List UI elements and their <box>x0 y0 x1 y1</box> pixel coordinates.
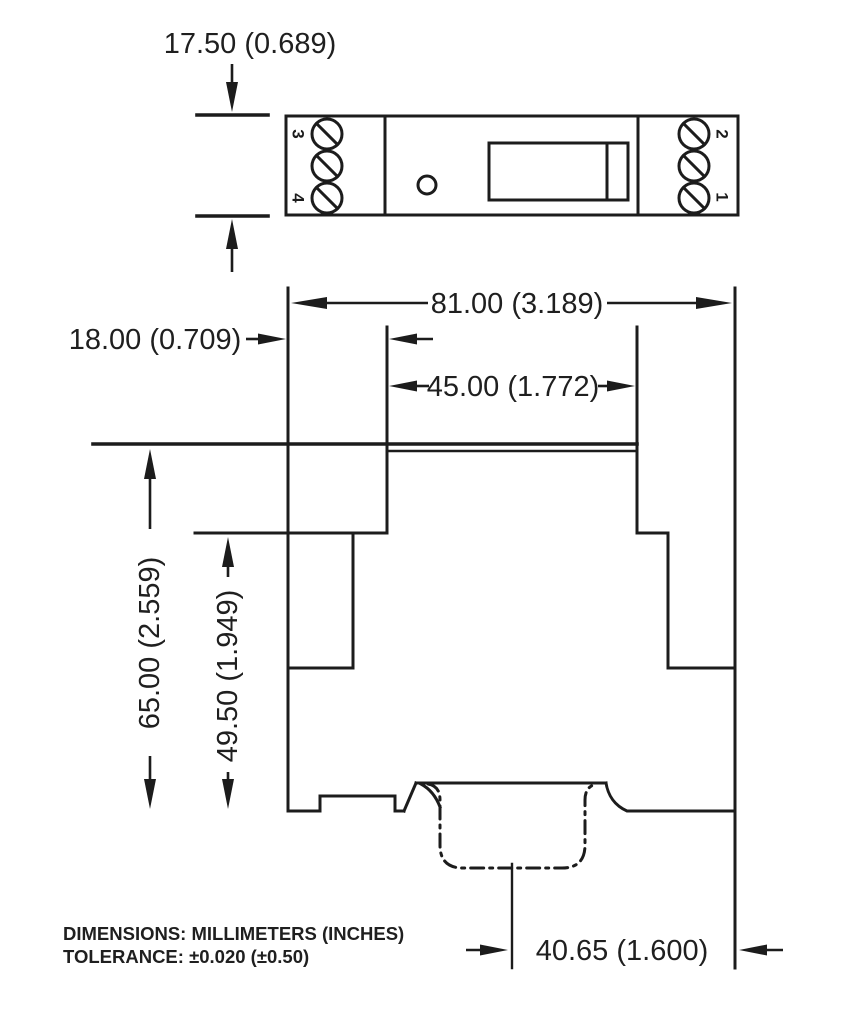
screw-icon <box>677 181 711 215</box>
arrowhead-left-icon <box>291 297 327 309</box>
led-indicator <box>416 174 438 196</box>
dimension-body-depth: 49.50 (1.949) <box>212 537 244 809</box>
terminal-label-1: 1 <box>713 192 732 201</box>
rail-clip-slant <box>402 781 418 813</box>
bottom-edge-right-fillet <box>604 781 737 813</box>
dim-65-label: 65.00 (2.559) <box>134 557 166 730</box>
screw-icon <box>677 117 711 151</box>
arrowhead-down-icon <box>144 779 156 809</box>
dimension-rail-center-offset: 40.65 (1.600) <box>466 935 783 967</box>
arrowhead-down-icon <box>226 82 238 112</box>
dim-81-label: 81.00 (3.189) <box>431 288 604 320</box>
dimension-center-section: 45.00 (1.772) <box>389 371 635 403</box>
dim-49-label: 49.50 (1.949) <box>212 590 244 763</box>
screw-slot-icon <box>314 185 340 211</box>
dimension-module-height: 17.50 (0.689) <box>164 28 337 272</box>
screw-slot-icon <box>314 121 340 147</box>
arrowhead-up-icon <box>222 537 234 567</box>
arrowhead-right-icon <box>480 944 508 956</box>
rail-clip-inner-curve <box>418 781 442 809</box>
terminal-label-2: 2 <box>713 129 732 138</box>
side-view <box>91 286 737 970</box>
screw-icon <box>310 117 344 151</box>
arrowhead-right-icon <box>607 380 635 392</box>
terminal-screws-left <box>310 117 344 215</box>
arrowhead-left-icon <box>389 333 417 345</box>
arrowhead-up-icon <box>226 219 238 249</box>
screw-slot-icon <box>681 185 707 211</box>
arrowhead-right-icon <box>258 333 286 345</box>
dim-45-label: 45.00 (1.772) <box>427 371 600 403</box>
screw-icon <box>677 149 711 183</box>
dimension-overall-depth: 65.00 (2.559) <box>134 449 166 809</box>
dimension-overall-length: 81.00 (3.189) <box>291 288 732 320</box>
screw-icon <box>310 181 344 215</box>
arrowhead-up-icon <box>144 449 156 479</box>
terminal-label-4: 4 <box>289 193 308 203</box>
notes-units: DIMENSIONS: MILLIMETERS (INCHES) <box>63 923 404 944</box>
terminal-label-3: 3 <box>289 129 308 138</box>
dimension-terminal-section: 18.00 (0.709) <box>69 324 433 356</box>
bottom-edge-with-slider <box>286 794 406 813</box>
dim-17-50-label: 17.50 (0.689) <box>164 28 337 60</box>
screw-slot-icon <box>681 121 707 147</box>
screw-slot-icon <box>681 153 707 179</box>
arrowhead-right-icon <box>696 297 732 309</box>
dim-40-label: 40.65 (1.600) <box>536 935 709 967</box>
relay-window-outline <box>487 141 630 202</box>
arrowhead-left-icon <box>739 944 767 956</box>
dim-18-label: 18.00 (0.709) <box>69 324 242 356</box>
din-rail-outline <box>426 782 599 870</box>
terminal-screws-right <box>677 117 711 215</box>
top-view: 3 4 2 1 <box>284 114 740 217</box>
screw-icon <box>310 149 344 183</box>
arrowhead-left-icon <box>389 380 417 392</box>
top-view-outline <box>284 114 740 217</box>
notes-tolerance: TOLERANCE: ±0.020 (±0.50) <box>63 946 309 967</box>
screw-slot-icon <box>314 153 340 179</box>
drawing-notes: DIMENSIONS: MILLIMETERS (INCHES) TOLERAN… <box>63 923 404 967</box>
arrowhead-down-icon <box>222 779 234 809</box>
